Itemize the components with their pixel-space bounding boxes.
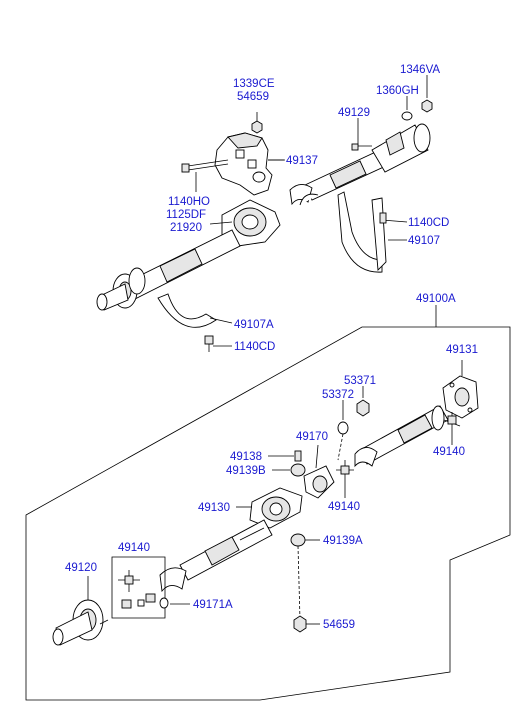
strap-bracket-49107A xyxy=(157,293,233,328)
label-1140CD-right: 1140CD xyxy=(408,217,449,229)
nut-54659-top xyxy=(251,112,263,134)
bolt-49129 xyxy=(351,123,372,151)
assembly-49100A-frame xyxy=(25,305,511,701)
label-49130: 49130 xyxy=(198,502,230,514)
label-49107A: 49107A xyxy=(234,319,274,331)
label-21920: 21920 xyxy=(170,222,202,234)
rear-shaft-upper xyxy=(289,123,431,206)
label-49137: 49137 xyxy=(286,155,318,167)
label-49140-right: 49140 xyxy=(433,446,465,458)
label-1346VA: 1346VA xyxy=(400,64,440,76)
nut-53371 xyxy=(356,386,370,417)
strap-bracket-49107 xyxy=(337,191,408,273)
yoke-49170 xyxy=(303,444,335,499)
flange-49131 xyxy=(442,360,479,419)
bracket-49137 xyxy=(214,132,285,196)
nut-54659-bottom xyxy=(293,615,320,633)
label-49129: 49129 xyxy=(338,107,370,119)
label-49107: 49107 xyxy=(408,235,440,247)
washer-53372 xyxy=(337,400,349,461)
label-53372: 53372 xyxy=(322,389,354,401)
universal-joint-kit-49140 xyxy=(111,556,190,619)
cap-49139B xyxy=(272,463,306,477)
label-1125DF: 1125DF xyxy=(166,209,206,221)
rear-shaft-lower xyxy=(354,405,449,468)
label-1140CD-left: 1140CD xyxy=(234,341,275,353)
label-1339CE: 1339CE xyxy=(233,78,275,90)
label-49131: 49131 xyxy=(446,344,478,356)
label-54659-top: 54659 xyxy=(237,91,269,103)
front-shaft-upper xyxy=(96,229,241,311)
label-49140-mid: 49140 xyxy=(328,501,360,513)
flange-49120 xyxy=(52,576,109,646)
grease-fitting-49138 xyxy=(268,450,302,462)
universal-joint-49140-right xyxy=(443,412,461,445)
label-49139A: 49139A xyxy=(323,535,363,547)
label-49170: 49170 xyxy=(296,431,328,443)
label-49140-left: 49140 xyxy=(118,542,150,554)
label-54659-bottom: 54659 xyxy=(323,619,355,631)
label-49139B: 49139B xyxy=(226,465,266,477)
nut-1346VA xyxy=(421,75,433,113)
label-49100A: 49100A xyxy=(416,293,456,305)
center-bearing-21920 xyxy=(209,199,281,247)
label-49171A: 49171A xyxy=(193,599,233,611)
label-1140HO: 1140HO xyxy=(168,196,210,208)
universal-joint-49140-mid xyxy=(336,460,354,498)
bolt-1140CD-left xyxy=(204,335,232,352)
washer-1360GH xyxy=(401,96,413,121)
center-bearing-49130 xyxy=(236,487,303,529)
cap-49139A xyxy=(290,533,320,621)
label-49120: 49120 xyxy=(65,562,97,574)
label-53371: 53371 xyxy=(344,375,376,387)
label-49138: 49138 xyxy=(230,451,262,463)
label-1360GH: 1360GH xyxy=(376,85,419,97)
front-shaft-lower xyxy=(159,519,273,593)
bolt-1140HO xyxy=(181,159,229,192)
